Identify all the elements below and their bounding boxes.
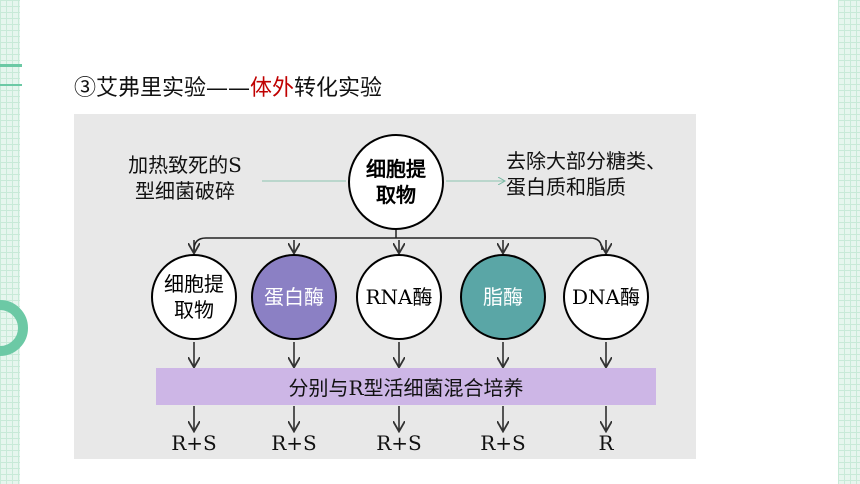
- right-label-line1: 去除大部分糖类、: [506, 149, 666, 173]
- treatment-circle-dnase: DNA酶: [563, 254, 649, 340]
- circle-label-line1: DNA酶: [572, 285, 640, 309]
- result-label: R+S: [171, 431, 217, 455]
- circle-label-line2: 取物: [174, 298, 214, 322]
- circle-label-line1: 细胞提: [164, 272, 224, 296]
- treatment-circle-protease: 蛋白酶: [251, 254, 337, 340]
- mix-label: 分别与R型活细菌混合培养: [288, 376, 524, 400]
- branch-bar: [193, 237, 603, 251]
- circle-label-line1: 脂酶: [483, 285, 523, 309]
- result-label: R+S: [480, 431, 526, 455]
- decor-bar-mid: [0, 84, 22, 86]
- extract-line1: 细胞提: [366, 157, 426, 181]
- left-label-line2: 型细菌破碎: [135, 179, 235, 203]
- right-grid-strip: [838, 0, 860, 484]
- circle-to-bar-arrows: [194, 342, 606, 366]
- decor-bar-top: [0, 64, 22, 67]
- left-grid-strip: [0, 0, 20, 484]
- heading-highlight: 体外: [250, 76, 295, 101]
- treatment-circle-extract: 细胞提取物: [151, 254, 237, 340]
- circle-label-line1: 蛋白酶: [264, 285, 324, 309]
- circle-label-line1: RNA酶: [365, 285, 433, 309]
- slide-heading: ③艾弗里实验——体外转化实验: [74, 70, 382, 102]
- branch-drops: [194, 240, 606, 252]
- right-label-line2: 蛋白质和脂质: [506, 175, 626, 199]
- treatment-circle-rnase: RNA酶: [356, 254, 442, 340]
- extract-line2: 取物: [376, 183, 416, 207]
- extract-circle: 细胞提取物: [348, 134, 444, 230]
- result-label: R+S: [271, 431, 317, 455]
- bar-to-result-arrows: [194, 406, 606, 430]
- right-label: 去除大部分糖类、蛋白质和脂质: [506, 148, 706, 200]
- result-label: R+S: [376, 431, 422, 455]
- left-label-line1: 加热致死的S: [128, 153, 242, 177]
- result-label: R: [598, 431, 614, 455]
- treatment-circle-lipase: 脂酶: [460, 254, 546, 340]
- heading-prefix: ③艾弗里实验——: [74, 76, 251, 101]
- mix-culture-bar: 分别与R型活细菌混合培养: [156, 368, 656, 405]
- decor-ring: [0, 300, 28, 356]
- heading-suffix: 转化实验: [294, 76, 383, 101]
